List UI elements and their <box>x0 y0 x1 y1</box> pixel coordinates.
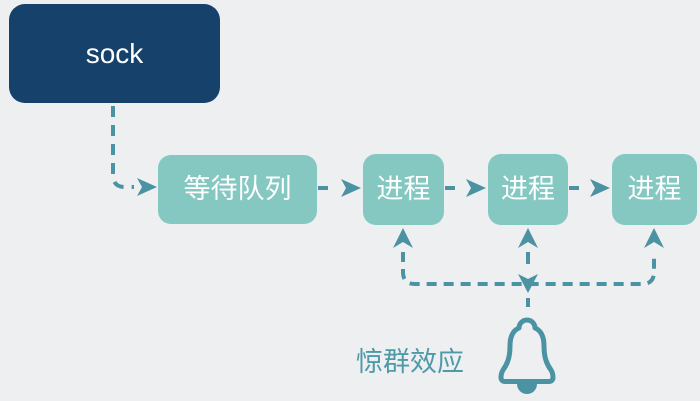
node-wait-queue-label: 等待队列 <box>183 174 292 204</box>
bell-icon <box>498 317 556 394</box>
arrowhead-process-1-to-process-2 <box>466 179 486 197</box>
arrowhead-bell-to-process-2 <box>518 228 538 248</box>
arrowhead-sock-to-wait-queue <box>137 178 157 196</box>
node-sock: sock <box>9 4 220 103</box>
bell-body <box>498 317 556 384</box>
node-process-3-label: 进程 <box>627 174 682 204</box>
node-process-2-label: 进程 <box>501 174 555 204</box>
arrowhead-junction-down <box>518 274 538 293</box>
node-process-2: 进程 <box>488 154 568 225</box>
arrowhead-bell-to-process-1 <box>393 228 413 248</box>
arrowhead-bell-to-process-3 <box>644 228 664 248</box>
edge-sock-to-wait-queue <box>111 106 134 189</box>
edge-bell-fanout <box>401 252 656 286</box>
node-process-1: 进程 <box>363 154 444 225</box>
bell-clapper <box>517 384 537 394</box>
thundering-herd-caption: 惊群效应 <box>356 347 464 377</box>
node-process-3: 进程 <box>612 154 697 225</box>
arrowhead-wait-queue-to-process-1 <box>341 179 361 197</box>
node-wait-queue: 等待队列 <box>158 155 317 224</box>
node-process-1-label: 进程 <box>376 174 431 204</box>
node-sock-label: sock <box>85 37 144 69</box>
arrowhead-process-2-to-process-3 <box>590 179 610 197</box>
